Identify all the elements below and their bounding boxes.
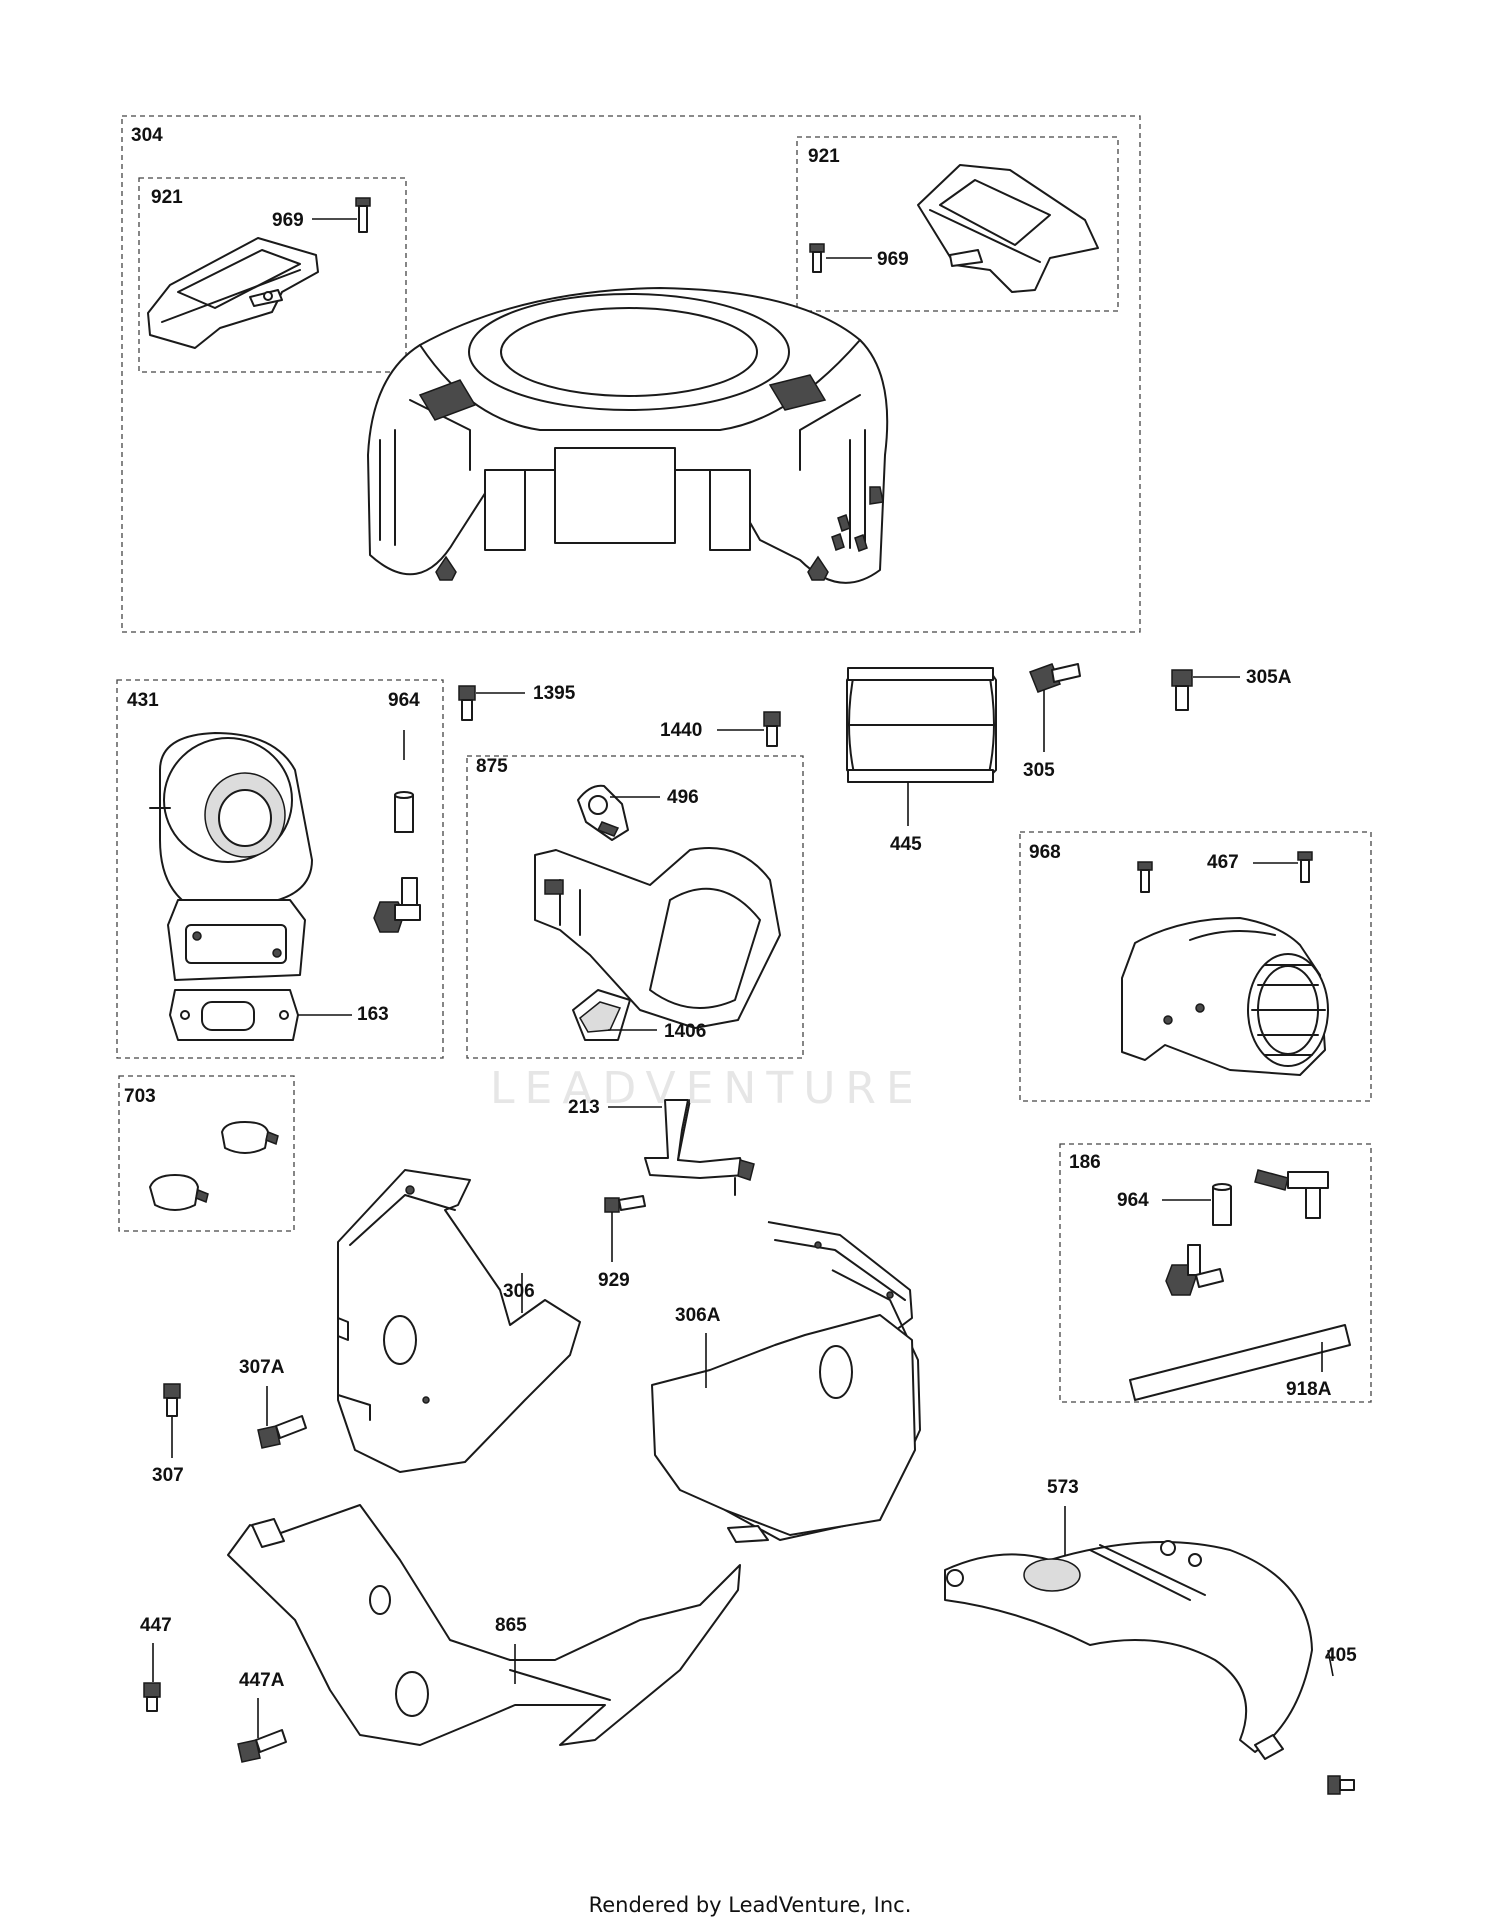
air-deflector-right-part xyxy=(917,164,1099,293)
screw-447A xyxy=(237,1729,287,1763)
bracket-213-part xyxy=(644,1099,755,1196)
callout-306: 306 xyxy=(503,1281,535,1302)
callout-969-right: 969 xyxy=(877,249,909,270)
screw-1440 xyxy=(763,711,781,747)
callout-921-right: 921 xyxy=(808,146,840,167)
sleeve-964-top xyxy=(394,791,414,833)
callout-305: 305 xyxy=(1023,760,1055,781)
air-filter-445-part xyxy=(846,667,997,783)
baffle-865-part xyxy=(227,1504,741,1746)
callout-703: 703 xyxy=(124,1086,156,1107)
callout-964-top: 964 xyxy=(388,690,420,711)
callout-968: 968 xyxy=(1029,842,1061,863)
callout-969-left: 969 xyxy=(272,210,304,231)
callout-307A: 307A xyxy=(239,1357,285,1378)
callout-929: 929 xyxy=(598,1270,630,1291)
screw-929 xyxy=(604,1195,646,1213)
callout-186: 186 xyxy=(1069,1152,1101,1173)
callout-447A: 447A xyxy=(239,1670,285,1691)
screw-467-right xyxy=(1297,851,1313,883)
fitting-elbow-186 xyxy=(1165,1244,1224,1296)
screw-969-right xyxy=(809,243,825,273)
screw-447 xyxy=(143,1682,161,1712)
callout-467: 467 xyxy=(1207,852,1239,873)
sleeve-964-bottom xyxy=(1212,1183,1232,1226)
callout-1440: 1440 xyxy=(660,720,703,741)
callout-496: 496 xyxy=(667,787,699,808)
fitting-431-part xyxy=(373,877,421,933)
callout-163: 163 xyxy=(357,1004,389,1025)
plate-573-part xyxy=(944,1540,1313,1760)
screw-307A xyxy=(257,1415,307,1449)
callout-921-left: 921 xyxy=(151,187,183,208)
callout-1395: 1395 xyxy=(533,683,576,704)
screw-1395 xyxy=(458,685,476,721)
gasket-163-part xyxy=(169,989,299,1041)
callout-865: 865 xyxy=(495,1615,527,1636)
screw-305 xyxy=(1029,663,1081,693)
screw-467-left xyxy=(1137,861,1153,893)
shroud-306A-part xyxy=(651,1221,921,1543)
callout-304: 304 xyxy=(131,125,163,146)
watermark: LEADVENTURE xyxy=(490,1063,924,1114)
group-box-968 xyxy=(1019,831,1372,1102)
callout-213: 213 xyxy=(568,1097,600,1118)
group-box-921-left xyxy=(138,177,407,373)
clamp-703-bottom xyxy=(149,1174,209,1211)
bracket-496-part xyxy=(577,784,629,841)
callout-305A: 305A xyxy=(1246,667,1292,688)
callout-875: 875 xyxy=(476,756,508,777)
callout-431: 431 xyxy=(127,690,159,711)
footer-credit: Rendered by LeadVenture, Inc. xyxy=(588,1893,912,1917)
callout-918A: 918A xyxy=(1286,1379,1332,1400)
screw-307 xyxy=(163,1383,181,1417)
callout-573: 573 xyxy=(1047,1477,1079,1498)
callout-1406: 1406 xyxy=(664,1021,707,1042)
fitting-tee-186 xyxy=(1254,1169,1329,1219)
screw-305A xyxy=(1171,669,1193,711)
group-box-304 xyxy=(121,115,1141,633)
group-box-186 xyxy=(1059,1143,1372,1403)
group-box-875 xyxy=(466,755,804,1059)
callout-964-bottom: 964 xyxy=(1117,1190,1149,1211)
screw-405 xyxy=(1327,1775,1355,1795)
clamp-703-top xyxy=(221,1121,279,1154)
group-box-703 xyxy=(118,1075,295,1232)
callout-445: 445 xyxy=(890,834,922,855)
shroud-875-part xyxy=(534,847,781,1029)
callout-307: 307 xyxy=(152,1465,184,1486)
grommet-1406-part xyxy=(572,989,631,1041)
group-box-921-right xyxy=(796,136,1119,312)
leader-405 xyxy=(1327,1649,1334,1677)
callout-447: 447 xyxy=(140,1615,172,1636)
tube-918A-part xyxy=(1129,1324,1351,1401)
group-box-431 xyxy=(116,679,444,1059)
blower-housing-part xyxy=(367,287,889,584)
shroud-968-part xyxy=(1121,917,1329,1076)
screw-969-left xyxy=(355,197,371,233)
callout-405: 405 xyxy=(1325,1645,1357,1666)
shroud-306-part xyxy=(337,1169,581,1473)
callout-306A: 306A xyxy=(675,1305,721,1326)
carburetor-adapter-part xyxy=(149,732,313,981)
air-deflector-left-part xyxy=(147,237,319,349)
